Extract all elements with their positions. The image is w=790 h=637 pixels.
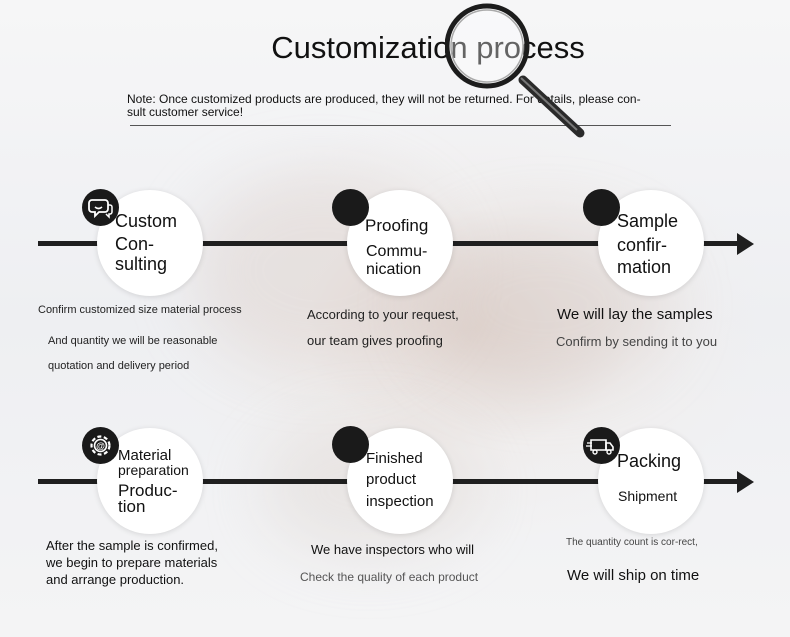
- step-description: According to your request,: [307, 307, 459, 322]
- chat-icon: [82, 189, 119, 226]
- step-title: Packing: [617, 451, 682, 471]
- step-title: confir-: [617, 235, 668, 255]
- step-title: Produc-: [118, 481, 178, 500]
- step-description: We will lay the samples: [557, 306, 713, 323]
- step-description: After the sample is confirmed,: [46, 538, 218, 553]
- svg-text:@: @: [96, 441, 105, 451]
- step-description: The quantity count is cor-rect,: [566, 537, 698, 548]
- step-title: Custom: [115, 211, 178, 231]
- step-title: tion: [118, 497, 146, 516]
- gear-icon: @: [82, 427, 119, 464]
- step-description: We have inspectors who will: [311, 542, 475, 557]
- step-title: nication: [366, 261, 422, 278]
- step-description: Confirm customized size material process: [38, 304, 242, 316]
- page-title: Customization process: [271, 30, 585, 65]
- arrow-right-icon: [737, 233, 754, 255]
- step-badge: [332, 189, 369, 226]
- delivery-truck-icon: [583, 427, 620, 464]
- step-description: And quantity we will be reasonable: [48, 335, 218, 347]
- step-badge: [332, 426, 369, 463]
- step-badge: [583, 189, 620, 226]
- divider: [130, 125, 671, 126]
- step-description: quotation and delivery period: [48, 360, 190, 372]
- step-title: Finished: [366, 450, 423, 467]
- step-title: sulting: [115, 254, 168, 274]
- step-title: mation: [617, 257, 672, 277]
- magnifier-icon: [444, 0, 595, 145]
- step-description: Confirm by sending it to you: [556, 334, 718, 349]
- step-description: our team gives proofing: [307, 333, 443, 348]
- step-description: We will ship on time: [567, 567, 700, 584]
- step-title: preparation: [118, 462, 189, 478]
- step-title: Commu-: [366, 243, 428, 260]
- step-description: Check the quality of each product: [300, 570, 479, 584]
- step-title: Material: [118, 447, 172, 464]
- note-text: Note: Once customized products are produ…: [127, 92, 641, 119]
- step-description: we begin to prepare materials: [46, 555, 218, 570]
- step-title: Shipment: [618, 488, 678, 504]
- step-title: inspection: [366, 493, 434, 510]
- step-description: and arrange production.: [46, 572, 185, 587]
- step-title: Proofing: [365, 216, 429, 235]
- step-title: Sample: [617, 211, 679, 231]
- arrow-right-icon: [737, 471, 754, 493]
- step-title: product: [366, 471, 417, 488]
- step-title: Con-: [115, 234, 155, 254]
